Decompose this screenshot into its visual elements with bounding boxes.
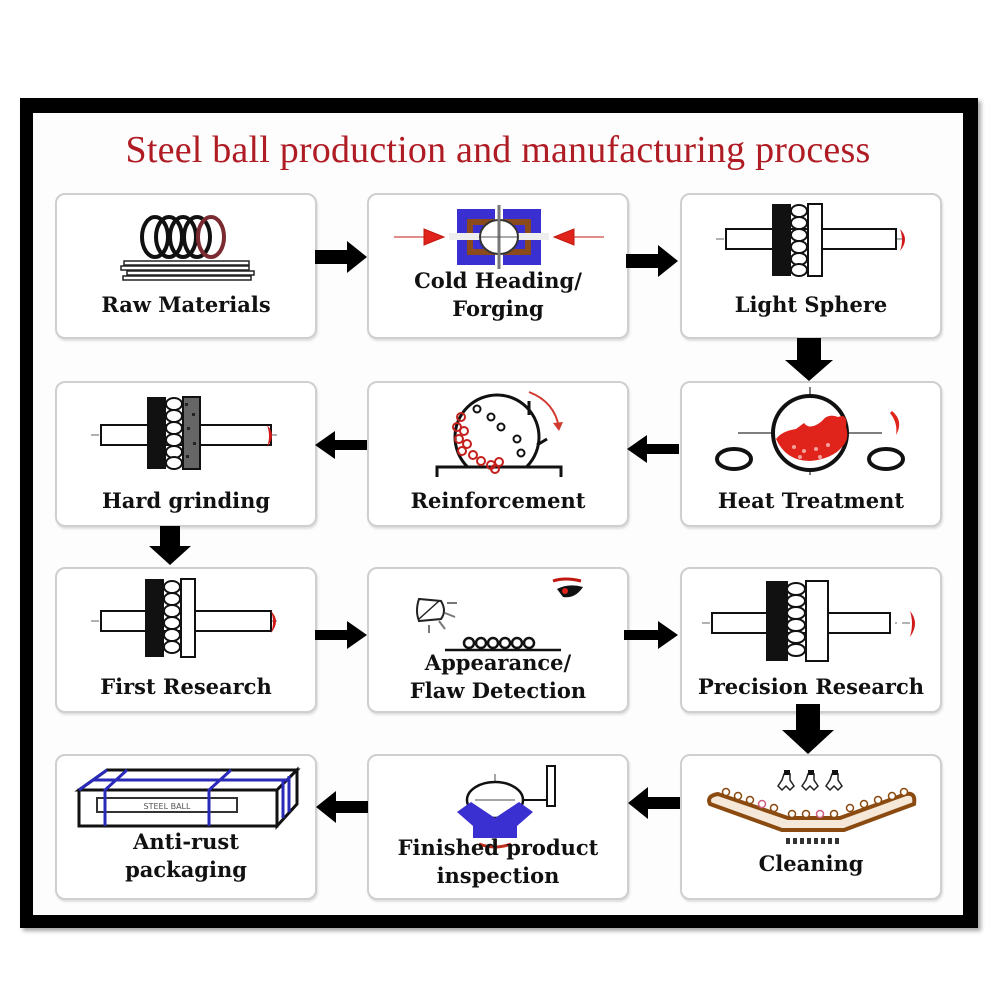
wire-coil-and-rods-icon: [120, 215, 255, 281]
step-label: Light Sphere: [734, 292, 888, 317]
arrow-left-icon: [627, 435, 679, 463]
step-label: Cleaning: [758, 851, 864, 876]
step-label: Precision Research: [697, 674, 925, 699]
svg-text:STEEL BALL: STEEL BALL: [144, 802, 191, 811]
step-appearance-flaw-detection: Appearance/Flaw Detection: [367, 567, 629, 713]
arrow-left-icon: [315, 431, 367, 459]
step-light-sphere: Light Sphere: [680, 193, 942, 339]
abrasive-grinding-plates-icon: [91, 396, 277, 470]
lapping-plates-icon: [91, 578, 277, 658]
step-precision-research: Precision Research: [680, 567, 942, 713]
strapped-box-icon: STEEL BALL: [74, 766, 301, 830]
step-cleaning: Cleaning: [680, 754, 942, 900]
step-cold-heading-forging: Cold Heading/Forging: [367, 193, 629, 339]
step-reinforcement: Reinforcement: [367, 381, 629, 527]
arrow-right-icon: [624, 621, 678, 649]
step-label: Appearance/Flaw Detection: [409, 650, 587, 703]
conveyor-spray-icon: [707, 770, 917, 844]
arrow-right-icon: [626, 245, 678, 277]
step-hard-grinding: Hard grinding: [55, 381, 317, 527]
arrow-right-icon: [315, 621, 367, 649]
arrow-left-icon: [316, 791, 368, 823]
arrow-left-icon: [628, 787, 680, 819]
step-first-research: First Research: [55, 567, 317, 713]
step-label: First Research: [100, 674, 272, 699]
arrow-down-icon: [149, 526, 191, 565]
precision-lapping-plates-icon: [702, 580, 915, 662]
arrow-down-icon: [785, 338, 833, 381]
step-label: Reinforcement: [410, 488, 586, 513]
step-raw-materials: Raw Materials: [55, 193, 317, 339]
step-label: Heat Treatment: [717, 488, 905, 513]
grinding-plates-icon: [716, 203, 905, 277]
arrow-right-icon: [315, 241, 367, 273]
arrow-down-icon: [782, 704, 834, 754]
lamp-and-eye-inspection-icon: [416, 577, 583, 652]
ball-gauge-inspection-icon: [457, 765, 556, 849]
furnace-drum-icon: [715, 387, 905, 475]
forging-die-press-icon: [394, 205, 604, 269]
diagram-title: Steel ball production and manufacturing …: [125, 129, 871, 171]
step-label: Cold Heading/Forging: [414, 268, 582, 321]
step-label: Hard grinding: [101, 488, 271, 513]
tumbling-drum-icon: [435, 391, 563, 477]
step-heat-treatment: Heat Treatment: [680, 381, 942, 527]
step-label: Raw Materials: [101, 292, 271, 317]
